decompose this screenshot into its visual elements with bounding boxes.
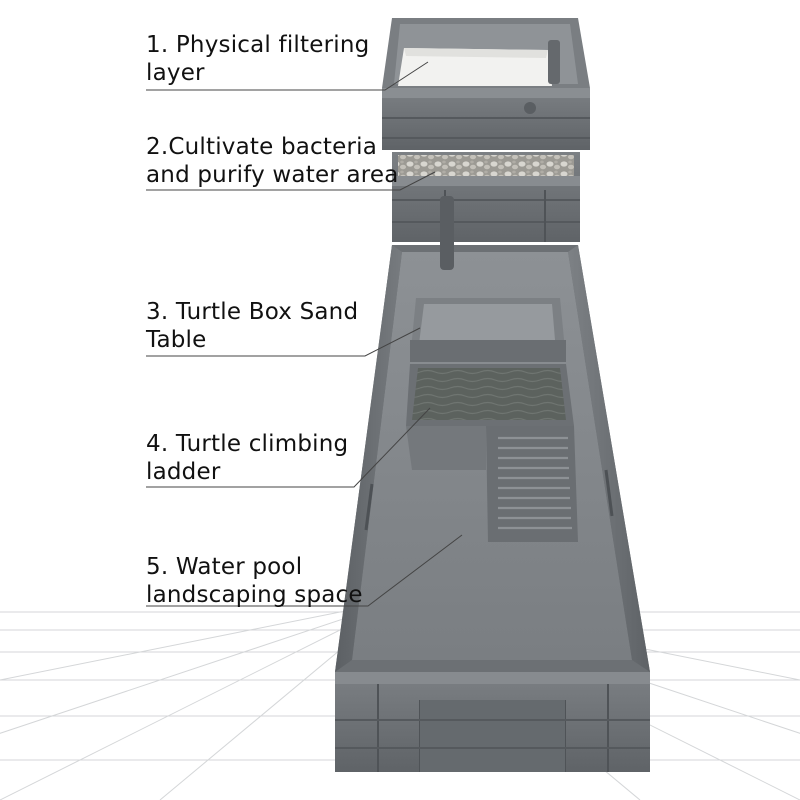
callout-cultivate-bacteria: 2.Cultivate bacteria and purify water ar… xyxy=(146,133,399,189)
physical-filter-box xyxy=(382,18,590,150)
callout-turtle-climbing-ladder: 4. Turtle climbing ladder xyxy=(146,430,348,486)
callout-4-line-1: 4. Turtle climbing xyxy=(146,431,349,457)
callout-2-line-1: 2.Cultivate bacteria xyxy=(146,134,378,160)
callout-1-line-2: layer xyxy=(146,60,205,86)
callout-5-line-1: 5. Water pool xyxy=(146,554,303,580)
climbing-ladder xyxy=(406,364,578,542)
callout-water-pool-landscaping: 5. Water pool landscaping space xyxy=(146,553,363,609)
callout-5-line-2: landscaping space xyxy=(146,582,363,608)
sand-table-box xyxy=(410,298,566,362)
callout-3-line-1: 3. Turtle Box Sand xyxy=(146,299,359,325)
callout-1-line-1: 1. Physical filtering xyxy=(146,32,370,58)
leader-lines xyxy=(146,61,463,607)
callout-turtle-box-sand-table: 3. Turtle Box Sand Table xyxy=(146,298,358,354)
callout-3-line-2: Table xyxy=(146,327,207,353)
callout-4-line-2: ladder xyxy=(146,459,221,485)
callout-physical-filtering-layer: 1. Physical filtering layer xyxy=(146,31,369,87)
bacteria-cultivation-box xyxy=(392,152,580,270)
callout-2-line-2: and purify water area xyxy=(146,162,399,188)
